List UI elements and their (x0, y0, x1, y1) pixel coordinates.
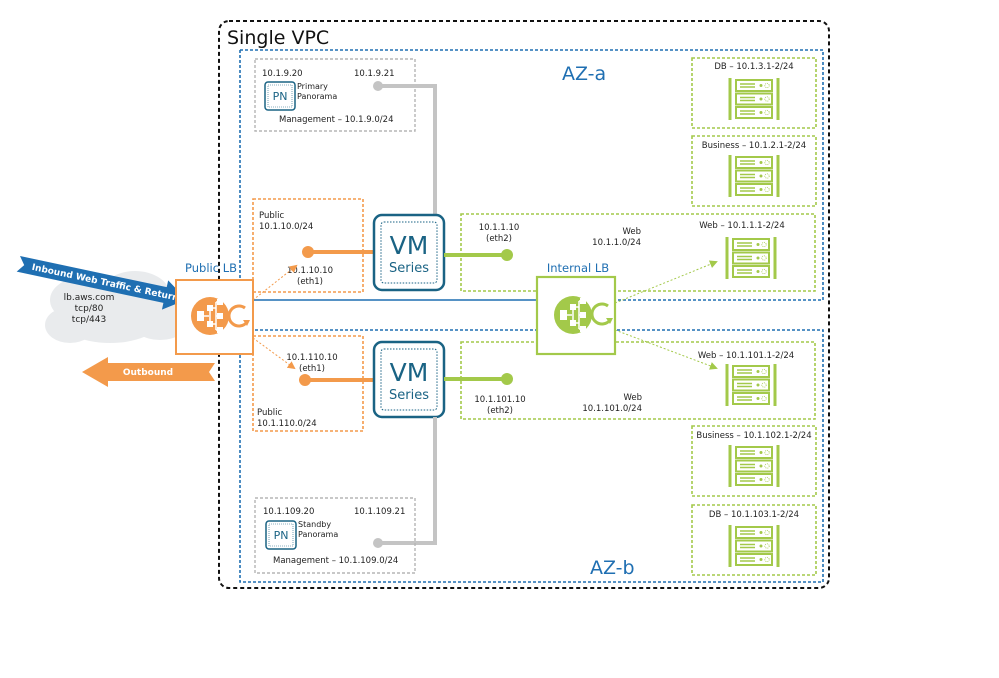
panorama-badge: PN (273, 90, 288, 103)
az-b-panorama-ip-2: 10.1.109.21 (354, 507, 405, 517)
az-a-db-tier: DB – 10.1.3.1-2/24 (691, 57, 817, 129)
refresh-icon (590, 302, 612, 326)
az-a-web-servers-label: Web – 10.1.1.1-2/24 (699, 221, 785, 231)
az-a-eth2-name: (eth2) (486, 234, 512, 244)
az-b-vm-series-firewall[interactable]: VM Series (372, 340, 446, 419)
refresh-icon (227, 304, 249, 328)
az-b-eth2-name: (eth2) (487, 406, 513, 416)
outbound-traffic-label: Outbound (123, 368, 173, 378)
az-b-db-servers-label: DB – 10.1.103.1-2/24 (709, 510, 799, 520)
az-b-panorama-ip-1: 10.1.109.20 (263, 507, 314, 517)
cloud-port-80-label: tcp/80 (75, 304, 104, 314)
az-b-eth2-ip: 10.1.101.10 (474, 395, 525, 405)
az-a-public-subnet: Public 10.1.10.0/24 10.1.10.10 (eth1) (252, 198, 364, 293)
az-a-eth1-port (302, 246, 314, 258)
vm-series-title: VM (390, 358, 429, 387)
az-b-label: AZ-b (590, 557, 635, 579)
internal-lb-to-az-a-web-arrow (614, 260, 718, 304)
az-b-public-subnet: 10.1.110.10 (eth1) Public 10.1.110.0/24 (252, 335, 364, 432)
az-b-web-name: Web (623, 393, 642, 403)
az-b-business-server-icon (728, 443, 780, 489)
az-b-management-subnet: 10.1.109.20 10.1.109.21 PN Standby Panor… (254, 497, 416, 574)
vm-series-title: VM (390, 231, 429, 260)
az-a-web-server-icon (725, 235, 777, 281)
panorama-icon (264, 81, 296, 111)
internal-lb-to-az-b-web-arrow (614, 329, 718, 370)
az-a-eth2-port (501, 249, 513, 261)
az-b-web-subnet: 10.1.101.10 (eth2) Web 10.1.101.0/24 Web… (460, 341, 816, 420)
az-a-eth1-name: (eth1) (297, 277, 323, 287)
panorama-name: Panorama (298, 530, 338, 539)
az-b-eth1-ip: 10.1.110.10 (286, 353, 337, 363)
az-b-web-cidr: 10.1.101.0/24 (582, 404, 642, 414)
public-lb-to-az-b-arrow (252, 337, 296, 370)
az-b-db-tier: DB – 10.1.103.1-2/24 (691, 504, 817, 576)
az-b-business-servers-label: Business – 10.1.102.1-2/24 (696, 431, 811, 441)
az-b-web-servers-label: Web – 10.1.101.1-2/24 (698, 351, 794, 361)
public-load-balancer[interactable]: Public LB (175, 261, 254, 355)
az-a-eth2-ip: 10.1.1.10 (479, 223, 520, 233)
az-b-eth1-port (299, 374, 311, 386)
az-b-business-tier: Business – 10.1.102.1-2/24 (691, 425, 817, 497)
az-a-web-subnet: 10.1.1.10 (eth2) Web 10.1.1.0/24 Web – 1… (460, 213, 816, 292)
az-a-web-cidr: 10.1.1.0/24 (592, 238, 641, 248)
panorama-name: Panorama (297, 92, 337, 101)
internal-load-balancer[interactable]: Internal LB (535, 261, 617, 356)
primary-panorama[interactable]: PN Primary Panorama (264, 81, 337, 111)
az-b-public-name: Public (257, 408, 282, 418)
public-lb-to-az-a-arrow (252, 264, 298, 301)
standby-panorama[interactable]: PN Standby Panorama (265, 520, 338, 550)
cloud-port-443-label: tcp/443 (72, 315, 106, 325)
az-a-business-tier: Business – 10.1.2.1-2/24 (691, 135, 817, 207)
az-a-vm-series-firewall[interactable]: VM Series (372, 213, 446, 292)
az-a-web-name: Web (622, 227, 641, 237)
vm-series-subtitle: Series (389, 388, 429, 403)
az-a-panorama-ip-1: 10.1.9.20 (262, 69, 303, 79)
az-b-eth1-name: (eth1) (299, 364, 325, 374)
az-b-boundary (239, 329, 824, 583)
panorama-icon (265, 520, 297, 550)
az-a-db-servers-label: DB – 10.1.3.1-2/24 (714, 62, 793, 72)
az-a-management-link (378, 84, 437, 215)
az-a-boundary (240, 49, 824, 301)
outbound-traffic-arrow: Outbound (82, 357, 215, 387)
internal-lb-label: Internal LB (547, 261, 609, 275)
az-a-db-server-icon (728, 76, 780, 122)
cloud-host-label: lb.aws.com (64, 293, 115, 303)
az-b-web-server-icon (725, 362, 777, 408)
az-a-eth1-ip: 10.1.10.10 (287, 266, 333, 276)
az-a-business-servers-label: Business – 10.1.2.1-2/24 (702, 141, 806, 151)
vm-series-subtitle: Series (389, 261, 429, 276)
internet-cloud: lb.aws.com tcp/80 tcp/443 (45, 271, 190, 343)
panorama-badge: PN (274, 529, 289, 542)
az-b-eth2-port (501, 373, 513, 385)
az-b-management-link (380, 417, 437, 545)
vpc-title: Single VPC (227, 27, 329, 49)
az-a-management-subnet: 10.1.9.20 10.1.9.21 PN Primary Panorama … (254, 58, 416, 132)
az-a-label: AZ-a (562, 63, 606, 85)
az-a-business-server-icon (728, 153, 780, 199)
az-b-management-cidr: Management – 10.1.109.0/24 (273, 556, 398, 566)
az-b-db-server-icon (728, 523, 780, 569)
az-a-management-cidr: Management – 10.1.9.0/24 (279, 115, 393, 125)
az-a-panorama-ip-2: 10.1.9.21 (354, 69, 395, 79)
az-a-public-name: Public (259, 211, 284, 221)
az-b-public-cidr: 10.1.110.0/24 (257, 419, 317, 429)
panorama-role: Primary (297, 82, 328, 91)
az-a-public-cidr: 10.1.10.0/24 (259, 222, 313, 232)
panorama-role: Standby (298, 520, 331, 529)
public-lb-label: Public LB (185, 261, 237, 275)
